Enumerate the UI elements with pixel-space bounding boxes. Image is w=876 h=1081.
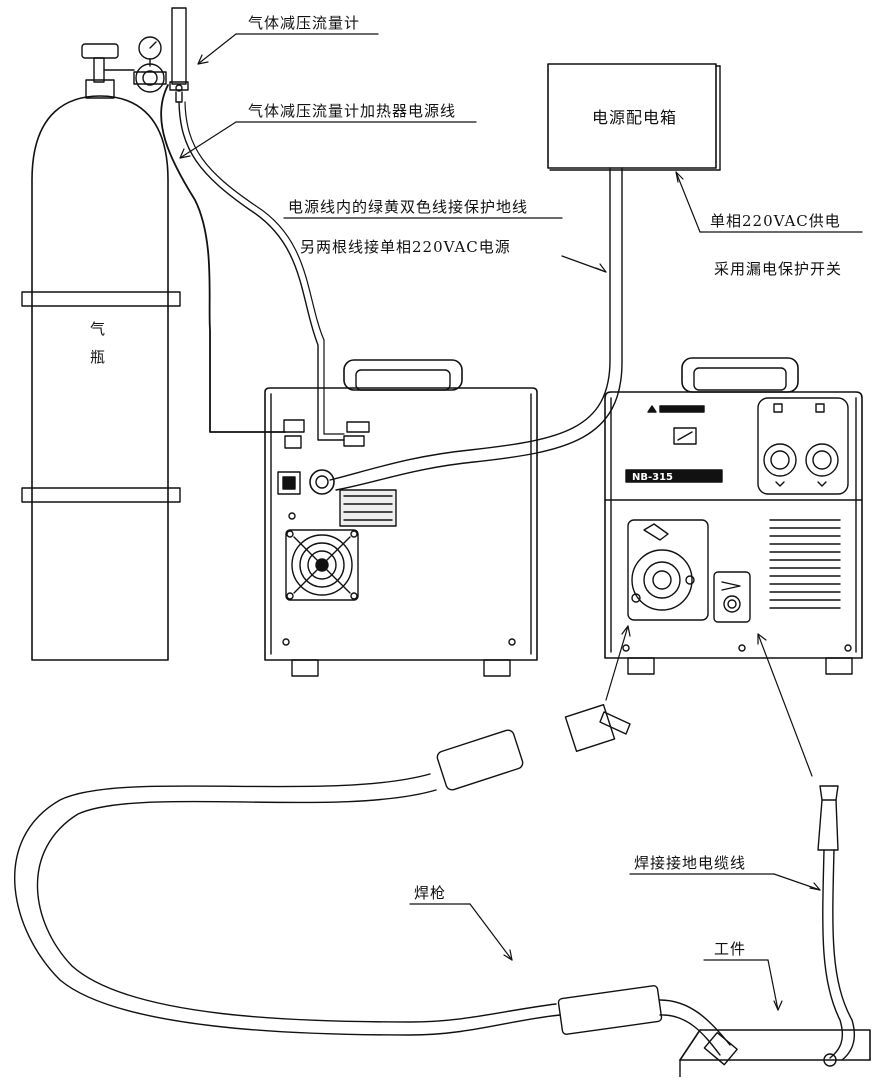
welding-torch — [14, 704, 738, 1066]
power-note-2: 另两根线接单相220VAC电源 — [300, 238, 511, 256]
welder-rear-panel — [264, 359, 538, 677]
flowmeter-label: 气体减压流量计 — [248, 14, 361, 32]
gas-hose — [178, 101, 345, 441]
model-label: NB-315 — [632, 472, 673, 483]
supply-note-1: 单相220VAC供电 — [710, 212, 841, 230]
distribution-box — [547, 63, 721, 171]
cylinder-label-1: 气 — [90, 320, 107, 338]
leader-lines — [179, 33, 863, 1011]
distribution-box-label: 电源配电箱 — [592, 108, 678, 127]
torch-label: 焊枪 — [414, 884, 447, 902]
heater-cable-label: 气体减压流量计加热器电源线 — [248, 102, 457, 120]
ground-cable-label: 焊接接地电缆线 — [634, 854, 747, 872]
gas-cylinder — [21, 43, 181, 661]
supply-note-2: 采用漏电保护开关 — [714, 260, 843, 278]
welder-front-panel: NB-315 — [604, 357, 863, 675]
workpiece-label: 工件 — [714, 940, 747, 958]
heater-cable — [160, 84, 286, 433]
cylinder-label-2: 瓶 — [90, 348, 107, 366]
ground-cable — [817, 785, 856, 1067]
power-note-1: 电源线内的绿黄双色线接保护地线 — [288, 198, 529, 216]
gas-regulator-flowmeter — [133, 7, 189, 103]
vent-grille — [769, 519, 841, 609]
workpiece — [679, 1029, 871, 1078]
power-cable — [329, 167, 611, 481]
